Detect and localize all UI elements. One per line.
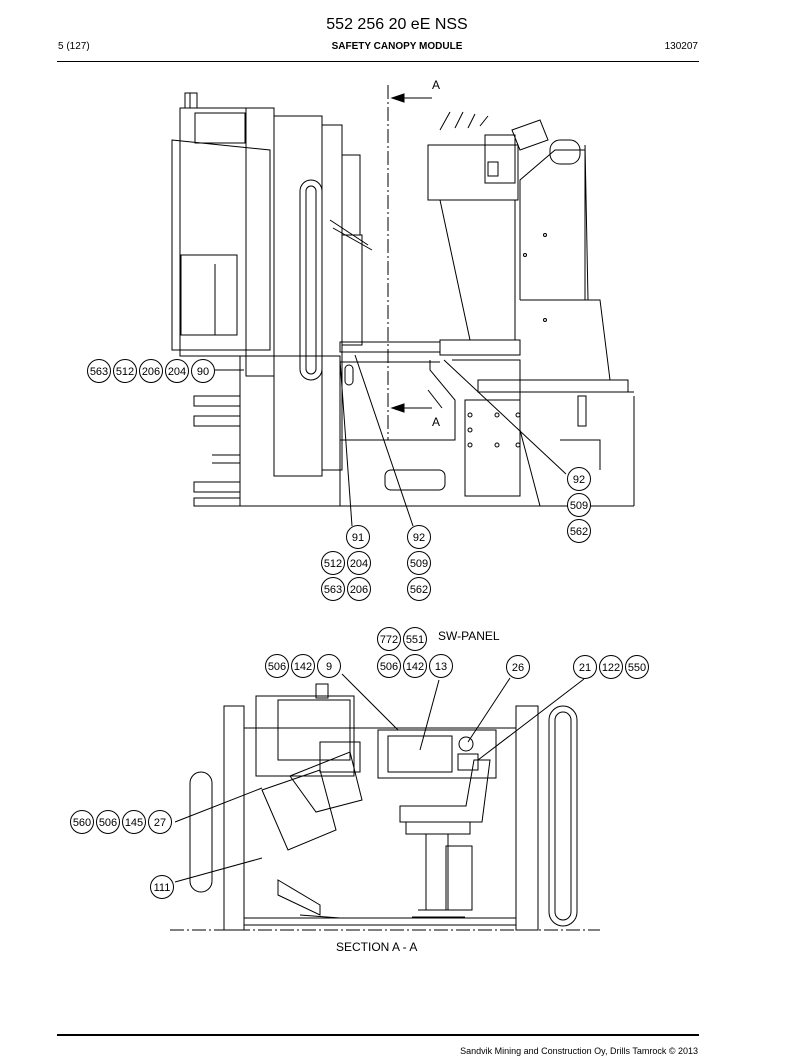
callout-label: 13	[435, 661, 447, 673]
callout-label: 145	[125, 817, 143, 829]
callout-bubble	[70, 810, 94, 834]
callout-bubble	[347, 577, 371, 601]
document-date: 130207	[664, 41, 698, 52]
callout-bubble	[567, 467, 591, 491]
callout-label: 563	[324, 584, 342, 596]
callout-bubble	[407, 551, 431, 575]
callout-label: 91	[352, 532, 364, 544]
callout-label: 204	[168, 366, 186, 378]
callout-bubble	[321, 551, 345, 575]
callout-bubble	[573, 655, 597, 679]
callout-bubble	[321, 577, 345, 601]
callout-bubble	[122, 810, 146, 834]
callout-bubble	[113, 359, 137, 383]
callout-bubble	[377, 627, 401, 651]
callout-bubble	[407, 525, 431, 549]
callout-label: 27	[154, 817, 166, 829]
callout-label: 509	[570, 500, 588, 512]
callout-bubble	[599, 655, 623, 679]
top-view-drawing	[171, 85, 635, 527]
callout-label: 562	[570, 526, 588, 538]
document-number: 552 256 20 eE NSS	[326, 16, 468, 33]
callout-bubble	[567, 493, 591, 517]
section-mark-bottom: A	[432, 415, 441, 429]
callout-label: 506	[268, 661, 286, 673]
footer-copyright: Sandvik Mining and Construction Oy, Dril…	[460, 1046, 698, 1056]
callout-bubble	[96, 810, 120, 834]
callout-bubble	[291, 654, 315, 678]
callout-label: 122	[602, 662, 620, 674]
callout-label: 9	[326, 661, 332, 673]
callout-bubble	[429, 654, 453, 678]
callout-label: 506	[380, 661, 398, 673]
callout-label: 206	[142, 366, 160, 378]
callout-bubble	[567, 519, 591, 543]
callout-label: 21	[579, 662, 591, 674]
callout-label: 90	[197, 366, 209, 378]
callout-bubble	[403, 627, 427, 651]
page-title: SAFETY CANOPY MODULE	[331, 41, 463, 52]
page-number: 5 (127)	[58, 41, 90, 52]
callout-label: 206	[350, 584, 368, 596]
sw-panel-label: SW-PANEL	[438, 629, 500, 643]
callout-bubble	[346, 525, 370, 549]
callout-label: 506	[99, 817, 117, 829]
callout-label: 562	[410, 584, 428, 596]
callout-bubble	[265, 654, 289, 678]
callout-bubble	[403, 654, 427, 678]
callout-bubble	[139, 359, 163, 383]
callout-bubble	[347, 551, 371, 575]
header-rule	[57, 61, 699, 62]
callout-bubble	[191, 359, 215, 383]
callout-label: 512	[324, 558, 342, 570]
callout-bubble	[506, 655, 530, 679]
callout-label: 563	[90, 366, 108, 378]
callout-label: 509	[410, 558, 428, 570]
callout-bubble	[148, 810, 172, 834]
callout-label: 92	[573, 474, 585, 486]
callout-label: 142	[294, 661, 312, 673]
callout-bubble	[377, 654, 401, 678]
section-mark-top: A	[432, 78, 441, 92]
callout-bubble	[317, 654, 341, 678]
callout-bubble	[407, 577, 431, 601]
callout-label: 512	[116, 366, 134, 378]
callout-label: 560	[73, 817, 91, 829]
callout-label: 551	[406, 634, 424, 646]
callout-label: 204	[350, 558, 368, 570]
callout-bubble	[87, 359, 111, 383]
section-label: SECTION A - A	[336, 940, 418, 954]
callout-bubble	[165, 359, 189, 383]
callout-label: 142	[406, 661, 424, 673]
callout-label: 550	[628, 662, 646, 674]
callout-label: 772	[380, 634, 398, 646]
footer-rule	[57, 1034, 699, 1036]
bottom-view-drawing	[170, 673, 600, 931]
callout-label: 111	[154, 882, 171, 894]
callout-bubble	[150, 875, 174, 899]
callout-label: 92	[413, 532, 425, 544]
callout-label: 26	[512, 662, 524, 674]
callout-bubble	[625, 655, 649, 679]
